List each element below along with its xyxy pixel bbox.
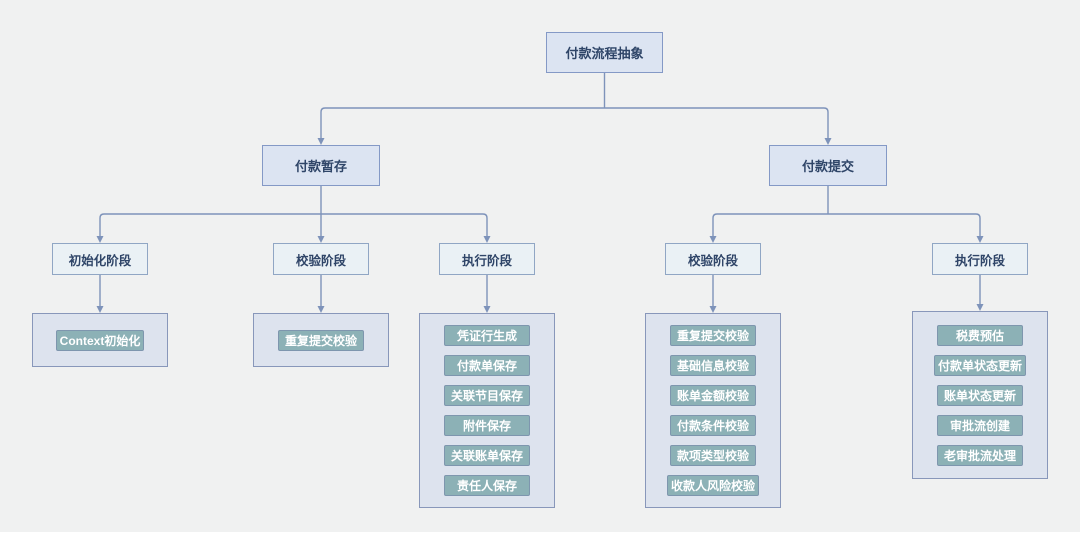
step-node: 税费预估 [937,324,1023,346]
node-init-phase: 初始化阶段 [52,243,148,275]
node-execute-phase-submit: 执行阶段 [932,243,1028,275]
step-node: 账单金额校验 [670,385,756,406]
step-node: 重复提交校验 [670,325,756,346]
step-node: 责任人保存 [444,475,530,496]
step-node: 付款条件校验 [670,415,756,436]
step-node: 重复提交校验 [278,329,364,351]
step-node: 关联账单保存 [444,445,530,466]
group-init-steps: Context初始化 [32,313,168,367]
group-execute-submit-steps: 税费预估 付款单状态更新 账单状态更新 审批流创建 老审批流处理 [912,311,1048,479]
group-execute-draft-steps: 凭证行生成 付款单保存 关联节目保存 附件保存 关联账单保存 责任人保存 [419,313,555,508]
node-validate-phase-submit: 校验阶段 [665,243,761,275]
step-node: 付款单保存 [444,355,530,376]
step-node: 款项类型校验 [670,445,756,466]
step-node: Context初始化 [55,329,145,351]
node-execute-phase-draft: 执行阶段 [439,243,535,275]
group-validate-submit-steps: 重复提交校验 基础信息校验 账单金额校验 付款条件校验 款项类型校验 收款人风险… [645,313,781,508]
step-node: 附件保存 [444,415,530,436]
step-node: 付款单状态更新 [933,354,1026,376]
step-node: 基础信息校验 [670,355,756,376]
node-payment-submit: 付款提交 [769,145,887,186]
step-node: 关联节目保存 [444,385,530,406]
step-node: 审批流创建 [937,414,1023,436]
step-node: 账单状态更新 [937,384,1023,406]
node-payment-draft: 付款暂存 [262,145,380,186]
group-validate-draft-steps: 重复提交校验 [253,313,389,367]
node-validate-phase-draft: 校验阶段 [273,243,369,275]
bottom-margin [0,532,1080,538]
step-node: 老审批流处理 [937,444,1023,466]
step-node: 凭证行生成 [444,325,530,346]
node-payment-flow-abstraction: 付款流程抽象 [546,32,663,73]
step-node: 收款人风险校验 [666,475,759,496]
